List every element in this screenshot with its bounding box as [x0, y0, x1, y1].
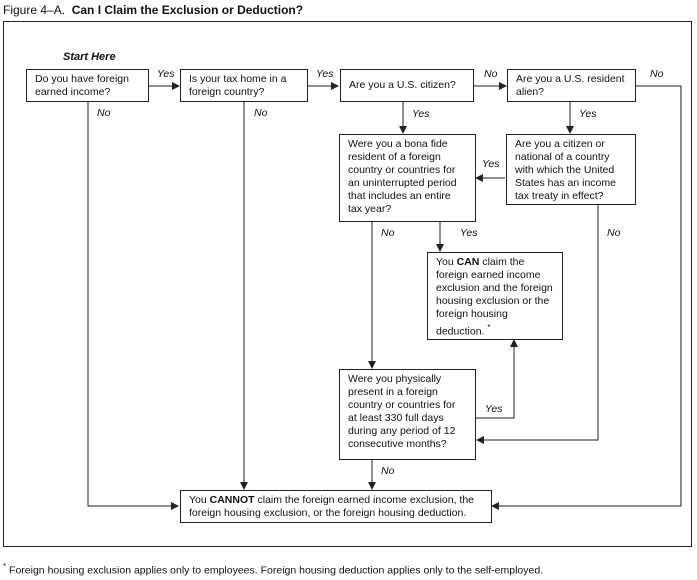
cannot-claim-text: claim the foreign earned income exclusio…: [189, 494, 475, 519]
footnote: * Foreign housing exclusion applies only…: [3, 562, 543, 577]
flowchart-frame: [3, 21, 692, 547]
label-bonafide-no: No: [381, 227, 395, 239]
edge-alien-no-to-cannot: [491, 85, 682, 510]
node-bona-fide-resident: Were you a bona fide resident of a forei…: [339, 134, 476, 222]
footnote-text: Foreign housing exclusion applies only t…: [9, 564, 544, 577]
node-tax-home: Is your tax home in a foreign country?: [180, 69, 308, 102]
node-resident-alien: Are you a U.S. resident alien?: [507, 69, 636, 102]
label-income-no: No: [97, 107, 111, 119]
node-cannot-claim: You CANNOT claim the foreign earned inco…: [180, 490, 492, 523]
edge-treaty-no-to-physical: [476, 205, 599, 444]
label-taxhome-yes: Yes: [316, 68, 334, 80]
node-us-citizen: Are you a U.S. citizen?: [340, 69, 474, 102]
start-label: Start Here: [63, 51, 116, 63]
label-citizen-no: No: [484, 68, 498, 80]
can-claim-pre: You: [436, 256, 454, 268]
figure-number: Figure 4–A.: [3, 3, 66, 17]
label-alien-no: No: [650, 68, 664, 80]
edge-physical-yes-to-can: [476, 339, 518, 419]
label-income-yes: Yes: [157, 68, 175, 80]
figure-title: Figure 4–A. Can I Claim the Exclusion or…: [3, 3, 303, 17]
cannot-claim-pre: You: [189, 494, 207, 506]
label-physical-no: No: [381, 465, 395, 477]
footnote-mark: *: [3, 562, 7, 571]
can-claim-keyword: CAN: [456, 256, 480, 268]
label-citizen-yes: Yes: [412, 108, 430, 120]
label-treaty-yes: Yes: [482, 158, 500, 170]
node-foreign-earned-income: Do you have foreign earned income?: [26, 69, 149, 102]
can-claim-footnote-mark: *: [487, 323, 491, 332]
cannot-claim-keyword: CANNOT: [209, 494, 255, 506]
label-treaty-no: No: [607, 227, 621, 239]
can-claim-text: claim the foreign earned income exclusio…: [436, 256, 553, 338]
node-can-claim: You CAN claim the foreign earned income …: [427, 252, 563, 340]
label-physical-yes: Yes: [485, 403, 503, 415]
label-bonafide-yes: Yes: [460, 227, 478, 239]
figure-title-text: Can I Claim the Exclusion or Deduction?: [71, 3, 304, 17]
label-alien-yes: Yes: [579, 108, 597, 120]
node-physical-presence: Were you physically present in a foreign…: [339, 369, 476, 460]
node-treaty-country: Are you a citizen or national of a count…: [506, 134, 636, 205]
edge-income-no-to-cannot: [87, 102, 179, 510]
label-taxhome-no: No: [254, 107, 268, 119]
